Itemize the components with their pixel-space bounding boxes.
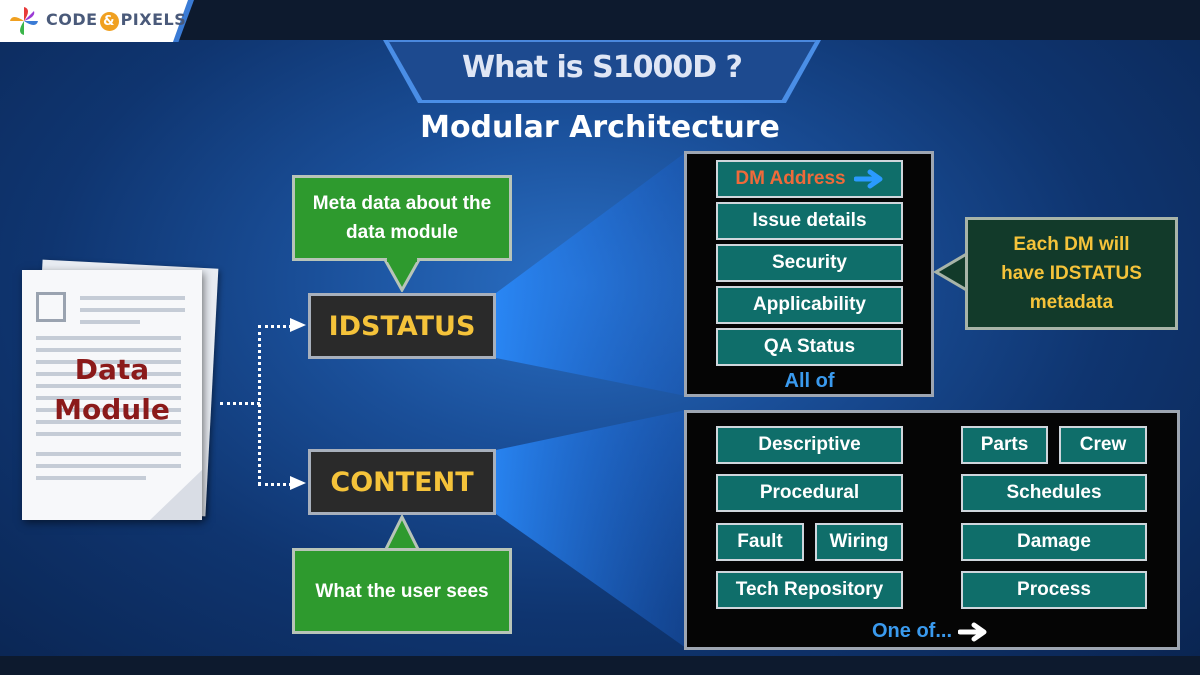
content-item-parts: Parts <box>961 426 1048 464</box>
logo-text-pixels: PIXELS <box>120 10 187 29</box>
idstatus-item-security: Security <box>716 244 903 282</box>
callout-meta-pointer <box>384 258 420 292</box>
beam-content <box>496 410 686 648</box>
callout-user-sees-text: What the user sees <box>315 580 489 602</box>
document-line <box>36 360 181 364</box>
callout-each-dm: Each DM will have IDSTATUS metadata <box>965 217 1178 330</box>
callout-meta: Meta data about the data module <box>292 175 512 261</box>
callout-each-dm-text: Each DM will have IDSTATUS metadata <box>1001 234 1142 313</box>
idstatus-label: IDSTATUS <box>328 310 476 342</box>
idstatus-footer: All of <box>784 370 835 392</box>
document-line <box>36 464 181 468</box>
document-line <box>36 420 181 424</box>
document-title-line1: Data <box>74 353 150 386</box>
connector-vertical <box>258 325 261 485</box>
content-footer-label: One of... <box>872 620 952 642</box>
content-item-wiring: Wiring <box>815 523 903 561</box>
document-line <box>36 348 181 352</box>
content-item-schedules: Schedules <box>961 474 1147 512</box>
document-title: Data Module <box>22 350 202 430</box>
idstatus-node: IDSTATUS <box>308 293 496 359</box>
document-line <box>80 296 185 300</box>
callout-meta-text: Meta data about the data module <box>312 193 492 243</box>
beam-idstatus <box>496 152 686 396</box>
page-title: What is S1000D ? <box>462 50 743 85</box>
document-line <box>80 320 140 324</box>
arrow-right-icon <box>290 318 306 332</box>
dm-address-label: DM Address <box>735 168 846 189</box>
content-item-damage: Damage <box>961 523 1147 561</box>
logo-ampersand: & <box>99 12 119 31</box>
pinwheel-icon <box>10 7 38 35</box>
document-line <box>36 372 181 376</box>
arrow-right-icon <box>853 169 883 189</box>
content-item-procedural: Procedural <box>716 474 903 512</box>
content-item-descriptive: Descriptive <box>716 426 903 464</box>
title-banner <box>388 40 816 100</box>
document-line <box>36 408 181 412</box>
arrow-right-icon <box>958 622 987 641</box>
idstatus-item-dm-address: DM Address <box>716 160 903 198</box>
page-subtitle: Modular Architecture <box>420 110 780 145</box>
connector-horizontal <box>220 402 260 405</box>
callout-user-sees: What the user sees <box>292 548 512 634</box>
document-line <box>36 396 181 400</box>
content-node: CONTENT <box>308 449 496 515</box>
idstatus-item-issue-details: Issue details <box>716 202 903 240</box>
content-item-process: Process <box>961 571 1147 609</box>
content-item-fault: Fault <box>716 523 804 561</box>
document-line <box>36 384 181 388</box>
document-line <box>36 432 181 436</box>
arrow-right-icon <box>290 476 306 490</box>
document-line <box>80 308 185 312</box>
document-title-line2: Module <box>54 393 170 426</box>
content-item-tech-repository: Tech Repository <box>716 571 903 609</box>
bottom-bar <box>0 656 1200 675</box>
content-footer: One of... <box>860 620 1000 643</box>
connector-to-content <box>258 483 298 486</box>
logo-text-code: CODE <box>46 10 98 29</box>
logo-text: CODE&PIXELS <box>46 10 186 31</box>
document-line <box>36 476 146 480</box>
content-label: CONTENT <box>330 466 474 498</box>
document-line <box>36 452 181 456</box>
content-item-crew: Crew <box>1059 426 1147 464</box>
idstatus-item-applicability: Applicability <box>716 286 903 324</box>
document-line <box>36 336 181 340</box>
top-bar <box>0 0 1200 40</box>
idstatus-item-qa-status: QA Status <box>716 328 903 366</box>
connector-to-idstatus <box>258 325 298 328</box>
document-image-placeholder <box>36 292 66 322</box>
